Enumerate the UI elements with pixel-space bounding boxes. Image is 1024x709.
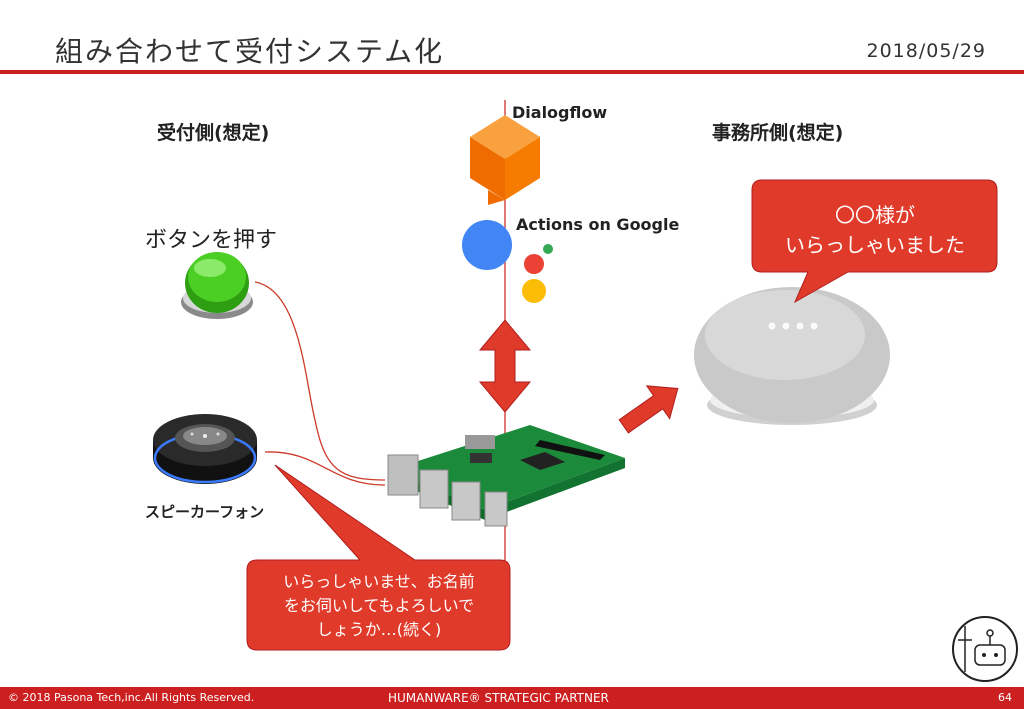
reception-bubble-text: いらっしゃいませ、お名前 をお伺いしてもよろしいで しょうか…(続く) [283, 572, 475, 639]
reception-side-label: 受付側(想定) [157, 122, 270, 144]
press-button-label: ボタンを押す [145, 228, 278, 253]
robot-logo-icon [952, 616, 1018, 682]
footer-copyright: © 2018 Pasona Tech,inc.All Rights Reserv… [8, 691, 255, 704]
double-arrow-icon [478, 319, 532, 413]
footer-bar [0, 687, 1024, 709]
footer-partner: HUMANWARE® STRATEGIC PARTNER [388, 691, 609, 705]
office-bubble-text: 〇〇様が いらっしゃいました [785, 203, 965, 257]
raspberry-pi-icon [387, 425, 625, 527]
speakerphone-icon [153, 414, 257, 484]
office-side-label: 事務所側(想定) [712, 122, 844, 144]
page-number: 64 [998, 691, 1012, 704]
speaker-wire [264, 451, 386, 486]
reception-speech-bubble [246, 464, 511, 651]
push-button-icon [181, 252, 253, 319]
google-home-mini-icon [694, 287, 890, 425]
dialogflow-icon [470, 115, 540, 205]
dialogflow-label: Dialogflow [512, 103, 608, 122]
office-speech-bubble [751, 179, 998, 304]
actions-on-google-label: Actions on Google [516, 215, 680, 234]
slide-date: 2018/05/29 [866, 40, 986, 62]
slide-title: 組み合わせて受付システム化 [55, 35, 445, 68]
speakerphone-label: スピーカーフォン [145, 503, 265, 521]
arrow-icon [618, 385, 679, 434]
button-wire [254, 281, 386, 481]
title-rule [0, 70, 1024, 74]
google-assistant-icon [462, 220, 553, 303]
